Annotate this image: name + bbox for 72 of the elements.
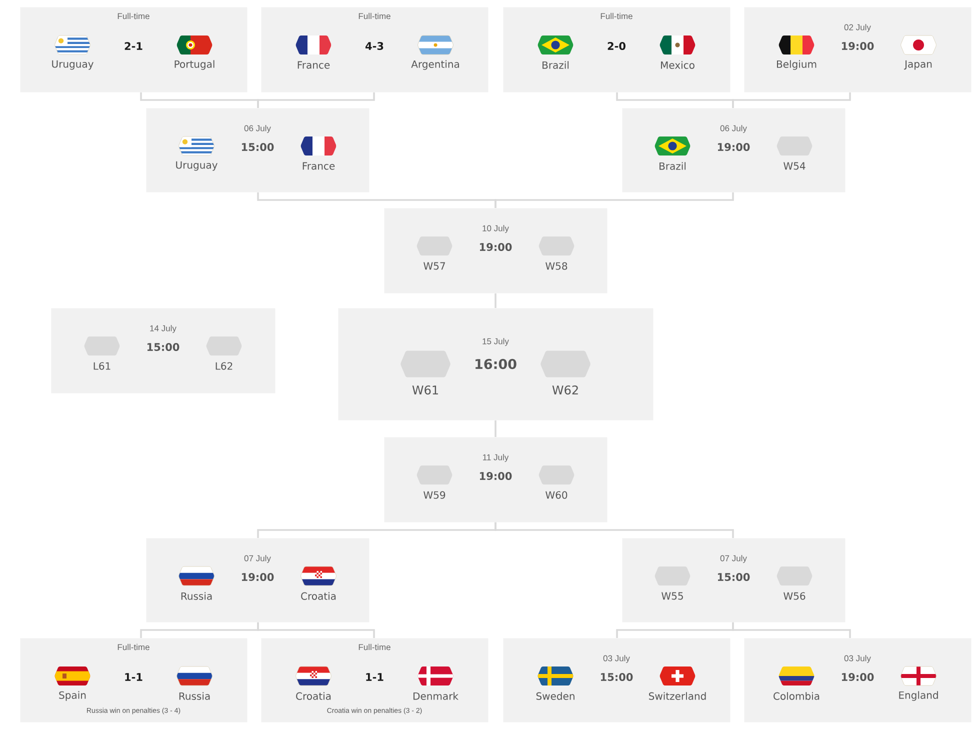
match-date: 11 July [483,454,509,462]
match-date: 06 July [244,125,271,133]
team-name: France [298,61,330,69]
team-name: Uruguay [52,60,94,70]
team-name: Sweden [536,692,574,700]
score: 2-0 [608,42,626,50]
bracket-line [494,293,496,308]
team-name: W56 [784,592,806,600]
team-name: W59 [424,491,446,499]
team-name: Portugal [174,60,214,70]
team-name: Croatia [301,592,336,600]
kick-off-time: 19:00 [480,472,512,480]
team-name: W57 [424,262,445,270]
team-name: Russia [181,592,212,600]
match-date: 03 July [603,655,630,663]
kick-off-time: 15:00 [147,343,180,351]
team-name: Japan [904,60,932,70]
team-name: Brazil [542,61,569,69]
team-name: W58 [546,262,568,270]
score: 1-1 [125,673,142,681]
match-date: 07 July [244,555,271,563]
score: 2-1 [124,42,142,50]
kick-off-time: 16:00 [476,358,516,370]
match-date: 10 July [482,225,509,233]
team-name: Switzerland [649,692,706,700]
team-name: Brazil [660,162,686,170]
kick-off-time: 15:00 [600,673,633,681]
team-name: Croatia [296,692,331,700]
score: 1-1 [366,673,384,681]
match-status: Full-time [118,12,150,20]
bracket-line [494,420,496,437]
team-name: L61 [94,362,110,370]
kick-off-time: 15:00 [718,573,750,581]
team-name: W62 [552,385,578,395]
team-name: Argentina [411,60,459,70]
team-name: France [302,162,335,170]
bracket-line [732,622,851,638]
kick-off-time: 19:00 [242,573,274,581]
match-date: 15 July [482,338,509,346]
kick-off-time: 19:00 [480,243,512,251]
bracket-line [494,522,734,538]
score: 4-3 [366,42,384,50]
match-date: 06 July [720,125,747,133]
bracket-line [257,622,375,638]
team-name: Colombia [774,692,820,700]
kick-off-time: 15:00 [242,143,274,151]
match-date: 14 July [150,325,176,333]
team-name: W60 [546,491,568,499]
team-name: Spain [59,691,86,701]
team-name: England [899,691,938,701]
kick-off-time: 19:00 [842,42,874,50]
kick-off-time: 19:00 [718,143,750,151]
match-status: Full-time [358,12,390,20]
team-name: W55 [662,592,683,600]
kick-off-time: 19:00 [842,673,874,681]
team-name: Denmark [414,692,458,700]
team-name: L62 [216,362,232,370]
match-date: 07 July [720,555,747,563]
bracket-line [732,92,851,108]
match-status: Full-time [600,12,632,20]
match-date: 03 July [844,655,871,663]
team-name: Belgium [777,60,816,70]
team-name: Mexico [661,61,694,69]
match-date: 02 July [844,24,871,32]
bracket-line [257,92,375,108]
match-status: Full-time [358,644,390,650]
match-status: Full-time [118,644,150,650]
team-name: Uruguay [176,161,218,171]
team-name: Russia [179,692,210,700]
team-name: W61 [412,385,438,395]
team-name: W54 [784,162,806,170]
bracket-line [494,192,734,208]
